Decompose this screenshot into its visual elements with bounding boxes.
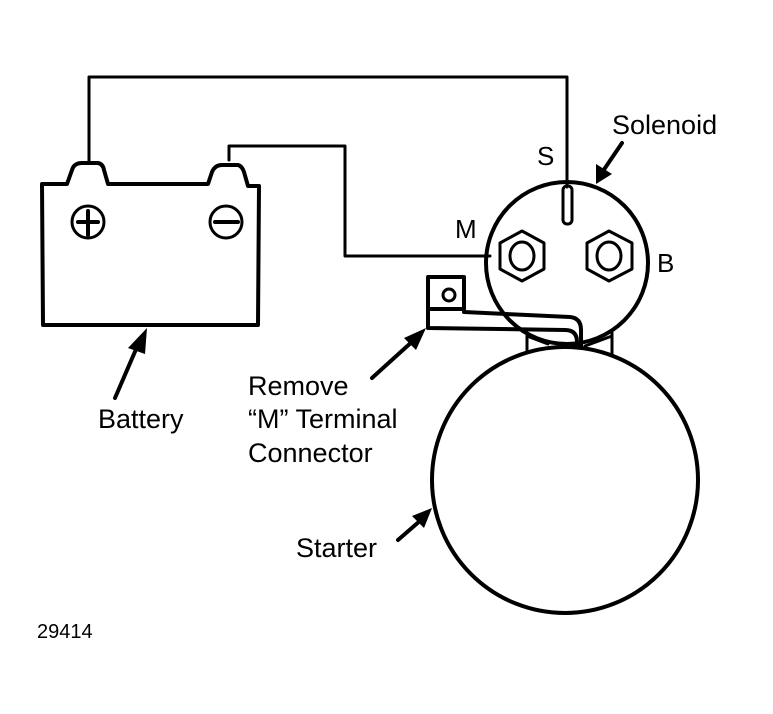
solenoid-body xyxy=(484,180,650,346)
connector-callout-line1: Remove xyxy=(248,371,349,401)
wire-negative-to-m-terminal xyxy=(227,144,492,258)
wire-positive-to-s-terminal xyxy=(87,75,569,189)
connector-callout-line3: Connector xyxy=(248,438,373,468)
s-terminal-spade xyxy=(561,184,574,226)
connector-callout-line2: “M” Terminal xyxy=(248,404,398,434)
s-terminal-label: S xyxy=(537,141,554,171)
figure-number: 29414 xyxy=(37,621,93,643)
m-terminal-nut-icon xyxy=(498,229,546,283)
connector-strap xyxy=(426,307,583,349)
connector-tab xyxy=(426,275,466,311)
starter-motor xyxy=(430,345,700,615)
solenoid xyxy=(484,180,650,346)
battery-label: Battery xyxy=(98,404,184,434)
starter-callout-arrow xyxy=(396,508,432,542)
battery xyxy=(40,161,261,327)
solenoid-label: Solenoid xyxy=(612,110,717,140)
connector-callout-arrow xyxy=(370,328,426,380)
m-terminal-connector xyxy=(426,275,583,349)
battery-case xyxy=(40,161,261,327)
connector-hole xyxy=(441,287,457,303)
b-terminal-label: B xyxy=(657,248,674,278)
battery-callout-arrow xyxy=(113,328,147,400)
negative-terminal-icon xyxy=(208,204,244,240)
b-terminal-nut-icon xyxy=(585,229,634,283)
starter-label: Starter xyxy=(296,533,377,563)
positive-terminal-icon xyxy=(70,204,106,240)
solenoid-callout-arrow xyxy=(596,141,624,184)
m-terminal-label: M xyxy=(455,214,477,244)
